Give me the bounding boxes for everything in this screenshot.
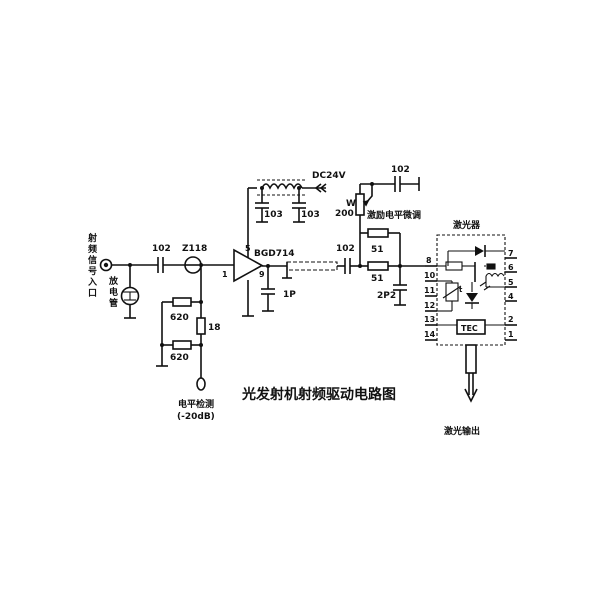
- fiber-pigtail: [465, 344, 477, 374]
- amp-pin-in: 1: [222, 270, 228, 279]
- resistor-51-bottom: [367, 261, 389, 271]
- laser-pin-right: 2: [508, 315, 514, 324]
- r620-bottom-label: 620: [170, 353, 189, 363]
- c-out-label: 102: [336, 244, 355, 254]
- amp-pin-out: 9: [259, 270, 265, 279]
- c1p-label: 1P: [283, 290, 296, 300]
- laser-pin-left: 14: [424, 330, 436, 339]
- input-section: 射 频 信 号 入 口 放 电 管 102 Z118: [87, 232, 234, 422]
- laser-label: 激光器: [453, 219, 481, 231]
- amplifier-section: 1 9 5 BGD714 DC24V 103 103: [222, 171, 360, 317]
- r18-label: 18: [208, 323, 221, 333]
- input-label-char: 口: [88, 288, 97, 299]
- coax-line: [286, 261, 338, 271]
- pot-value-label: 200: [335, 209, 354, 219]
- laser-pin-left: 11: [424, 286, 436, 295]
- resistor-51-top: [367, 228, 389, 238]
- photodiode-icon: [466, 293, 478, 302]
- laser-pin-left: 13: [424, 315, 435, 324]
- thermistor-t: t: [459, 286, 463, 294]
- transistor-label: Z118: [182, 244, 207, 254]
- laser-pin-left: 12: [424, 301, 435, 310]
- laser-pin-left: 8: [426, 256, 432, 265]
- input-label-char: 号: [88, 266, 97, 277]
- level-detect-value: (-20dB): [177, 412, 215, 422]
- laser-output-label: 激光输出: [444, 425, 480, 437]
- input-label-char: 射: [87, 232, 97, 244]
- pot-w-label: W: [346, 199, 356, 209]
- laser-pin-right: 6: [508, 263, 514, 272]
- potentiometer-w: [355, 193, 365, 216]
- laser-diode-icon: [475, 246, 484, 256]
- input-label-char: 入: [87, 277, 97, 288]
- amp-name: BGD714: [254, 249, 295, 259]
- r51-bottom-label: 51: [371, 274, 384, 284]
- discharge-tube-label-char: 电: [109, 286, 118, 298]
- inductor: [257, 179, 306, 196]
- diagram-title: 光发射机射频驱动电路图: [241, 386, 396, 403]
- c103-right-label: 103: [301, 210, 320, 220]
- tec-label: TEC: [461, 324, 478, 333]
- discharge-tube: [120, 286, 140, 306]
- input-connector: [99, 258, 113, 272]
- laser-pin-right: 1: [508, 330, 514, 339]
- supply-label: DC24V: [312, 171, 346, 181]
- c2p2-label: 2P2: [377, 291, 396, 301]
- resistor-18: [196, 317, 206, 335]
- r51-top-label: 51: [371, 245, 384, 255]
- resistor-620-bottom: [172, 340, 192, 350]
- matching-section: 51 51 W 200 激励电平微调 102 2P2: [335, 165, 425, 306]
- input-label-char: 频: [88, 243, 97, 255]
- laser-pin-right: 7: [508, 249, 514, 258]
- resistor-620-top: [172, 297, 192, 307]
- laser-pin-right: 4: [508, 292, 514, 301]
- excitation-label: 激励电平微调: [367, 209, 421, 221]
- laser-module: 激光器 8 10 11 12 13 14 7 6 5 4 2 1: [424, 219, 517, 437]
- laser-pin-left: 10: [424, 271, 436, 280]
- c103-left-label: 103: [264, 210, 283, 220]
- input-label-char: 信: [88, 254, 97, 266]
- tec-block: [456, 319, 486, 335]
- r620-top-label: 620: [170, 313, 189, 323]
- laser-pin-right: 5: [508, 278, 514, 287]
- discharge-tube-label-char: 放: [108, 275, 119, 287]
- discharge-tube-label-char: 管: [109, 297, 118, 309]
- c-adj-label: 102: [391, 165, 410, 175]
- c-input-label: 102: [152, 244, 171, 254]
- level-detect-label: 电平检测: [178, 398, 214, 410]
- level-detect-connector: [196, 377, 206, 391]
